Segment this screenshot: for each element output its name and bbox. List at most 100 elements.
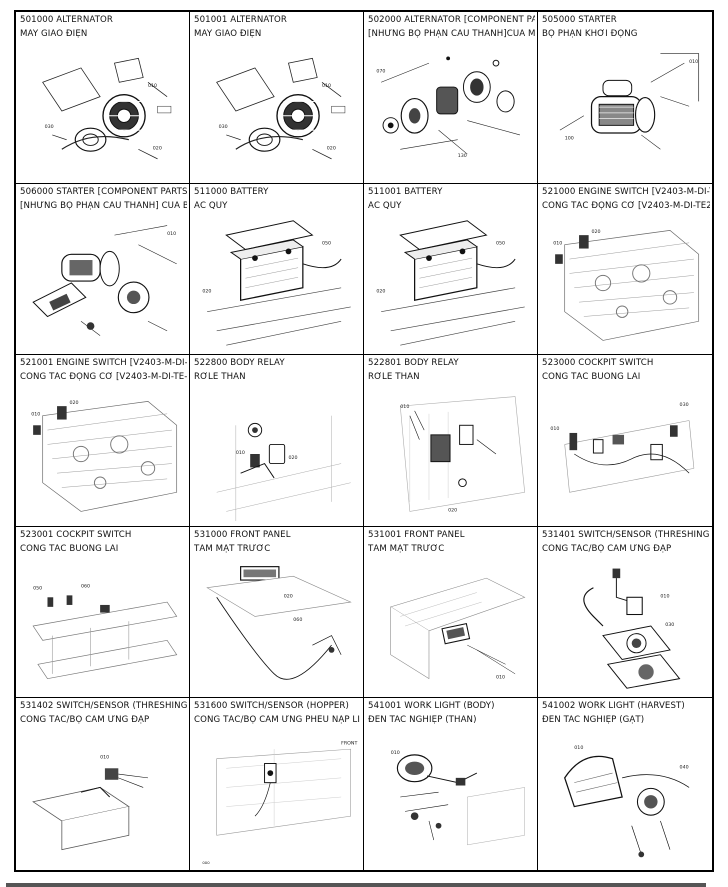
diagram-grid: 501000 ALTERNATOR MÁY GIAO ĐIỆN 010 030 0… (16, 12, 712, 870)
svg-text:010: 010 (400, 404, 409, 410)
svg-text:010: 010 (550, 426, 559, 432)
svg-text:030: 030 (45, 124, 54, 130)
svg-text:010: 010 (148, 83, 157, 89)
diagram-cell[interactable]: 506000 STARTER [COMPONENT PARTS][NHỮNG B… (16, 183, 190, 356)
diagram-cell[interactable]: 501001 ALTERNATOR MÁY GIAO ĐIỆN 010 030 0… (190, 12, 364, 184)
diagram-code-title: 531001 FRONT PANEL (368, 529, 465, 540)
diagram-vietnamese-title: [NHỮNG BỘ PHẬN CẦU THÀNH]CỦA MÁ (368, 29, 535, 39)
parts-diagram-illustration: 010 (20, 730, 186, 864)
diagram-vietnamese-title: ẮC QUY (194, 200, 228, 211)
svg-text:100: 100 (565, 136, 574, 142)
svg-text:030: 030 (665, 622, 674, 628)
svg-text:010: 010 (236, 450, 245, 456)
diagram-code-title: 531401 SWITCH/SENSOR (THRESHING) (542, 529, 710, 540)
diagram-vietnamese-title: RƠLE THÂN (194, 372, 246, 383)
diagram-code-title: 541001 WORK LIGHT (BODY) (368, 701, 495, 712)
svg-text:030: 030 (680, 402, 689, 408)
diagram-code-title: 511001 BATTERY (368, 186, 443, 197)
diagram-vietnamese-title: BỘ PHẬN KHỞI ĐỘNG (542, 29, 638, 39)
diagram-cell[interactable]: 531402 SWITCH/SENSOR (THRESHING)CÔNG TẮC… (16, 698, 190, 870)
diagram-code-title: 521000 ENGINE SWITCH [V2403-M-DI-TE (542, 186, 710, 197)
parts-diagram-illustration: 050 060 (20, 559, 186, 693)
svg-text:010: 010 (496, 674, 505, 680)
diagram-cell[interactable]: 502000 ALTERNATOR [COMPONENT PA [NHỮNG BỘ… (364, 12, 538, 184)
diagram-code-title: 501001 ALTERNATOR (194, 15, 287, 25)
diagram-cell[interactable]: 531600 SWITCH/SENSOR (HOPPER) CÔNG TẮC/BỘ… (190, 698, 364, 870)
parts-diagram-illustration: 020 050 (194, 216, 360, 350)
diagram-cell[interactable]: 531401 SWITCH/SENSOR (THRESHING)CÔNG TẮC… (538, 526, 712, 699)
svg-text:010: 010 (322, 83, 331, 89)
parts-diagram-illustration: 010 020 (194, 387, 360, 522)
svg-text:020: 020 (376, 288, 385, 294)
svg-text:070: 070 (376, 69, 385, 75)
parts-catalog-sheet: 501000 ALTERNATOR MÁY GIAO ĐIỆN 010 030 0… (14, 10, 714, 872)
diagram-vietnamese-title: ẮC QUY (368, 200, 402, 211)
diagram-vietnamese-title: CÔNG TẮC ĐỘNG CƠ [V2403-M-DI-TE2 (542, 200, 710, 211)
diagram-vietnamese-title: ĐÈN TÁC NGHIỆP (GẶT) (542, 715, 645, 726)
parts-diagram-illustration: 010 (368, 730, 534, 864)
svg-text:060: 060 (81, 583, 90, 589)
svg-text:040: 040 (680, 765, 689, 771)
diagram-vietnamese-title: MÁY GIAO ĐIỆN (20, 29, 88, 39)
diagram-vietnamese-title: ĐÈN TÁC NGHIỆP (THÂN) (368, 715, 477, 726)
parts-diagram-illustration: FRONT 000 (194, 730, 360, 865)
svg-text:010: 010 (391, 750, 400, 756)
diagram-vietnamese-title: MÁY GIAO ĐIỆN (194, 29, 262, 39)
diagram-cell[interactable]: 501000 ALTERNATOR MÁY GIAO ĐIỆN 010 030 0… (16, 12, 190, 184)
svg-text:050: 050 (496, 240, 505, 246)
svg-text:050: 050 (33, 585, 42, 591)
svg-text:010: 010 (31, 412, 40, 418)
svg-text:020: 020 (153, 145, 162, 151)
parts-diagram-illustration: 010 030 (542, 387, 708, 521)
parts-diagram-illustration: 010 030 020 (194, 44, 360, 178)
svg-text:020: 020 (327, 145, 336, 151)
svg-text:010: 010 (574, 746, 583, 752)
svg-text:130: 130 (458, 153, 467, 159)
diagram-code-title: 541002 WORK LIGHT (HARVEST) (542, 701, 685, 712)
diagram-cell[interactable]: 541001 WORK LIGHT (BODY) ĐÈN TÁC NGHIỆP (… (364, 698, 538, 870)
svg-text:020: 020 (288, 455, 297, 461)
svg-text:FRONT: FRONT (341, 741, 357, 747)
diagram-cell[interactable]: 521000 ENGINE SWITCH [V2403-M-DI-TE CÔNG … (538, 183, 712, 356)
parts-diagram-illustration: 070 130 (368, 44, 534, 178)
svg-text:010: 010 (553, 240, 562, 246)
svg-text:010: 010 (167, 231, 176, 237)
diagram-code-title: 522801 BODY RELAY (368, 358, 459, 369)
diagram-cell[interactable]: 541002 WORK LIGHT (HARVEST) ĐÈN TÁC NGHIỆ… (538, 698, 712, 870)
diagram-vietnamese-title: TẤM MẶT TRƯỚC (194, 543, 271, 554)
diagram-vietnamese-title: CÔNG TẮC/BỘ CẢM ỨNG PHỄU NẠP LI (194, 715, 360, 726)
svg-text:050: 050 (322, 240, 331, 246)
svg-text:020: 020 (448, 508, 457, 514)
diagram-code-title: 531600 SWITCH/SENSOR (HOPPER) (194, 701, 349, 712)
svg-text:060: 060 (293, 617, 302, 623)
diagram-cell[interactable]: 511001 BATTERY ẮC QUY 020 050 (364, 183, 538, 356)
diagram-code-title: 521001 ENGINE SWITCH [V2403-M-DI-TE (20, 358, 187, 369)
svg-text:010: 010 (100, 755, 109, 761)
parts-diagram-illustration: 020 050 (368, 216, 534, 350)
svg-text:020: 020 (202, 288, 211, 294)
parts-diagram-illustration: 010 (368, 559, 534, 693)
diagram-code-title: 531000 FRONT PANEL (194, 529, 291, 540)
parts-diagram-illustration: 010 030 020 (20, 44, 186, 178)
diagram-code-title: 506000 STARTER [COMPONENT PARTS] (20, 186, 187, 197)
diagram-code-title: 523001 COCKPIT SWITCH (20, 529, 132, 540)
diagram-code-title: 501000 ALTERNATOR (20, 15, 113, 25)
svg-text:020: 020 (70, 400, 79, 406)
svg-text:000: 000 (202, 860, 210, 864)
diagram-code-title: 502000 ALTERNATOR [COMPONENT PA (368, 15, 535, 25)
diagram-code-title: 523000 COCKPIT SWITCH (542, 358, 654, 369)
diagram-vietnamese-title: CÔNG TẮC BUỒNG LÁI (542, 372, 641, 383)
diagram-code-title: 531402 SWITCH/SENSOR (THRESHING) (20, 701, 187, 712)
